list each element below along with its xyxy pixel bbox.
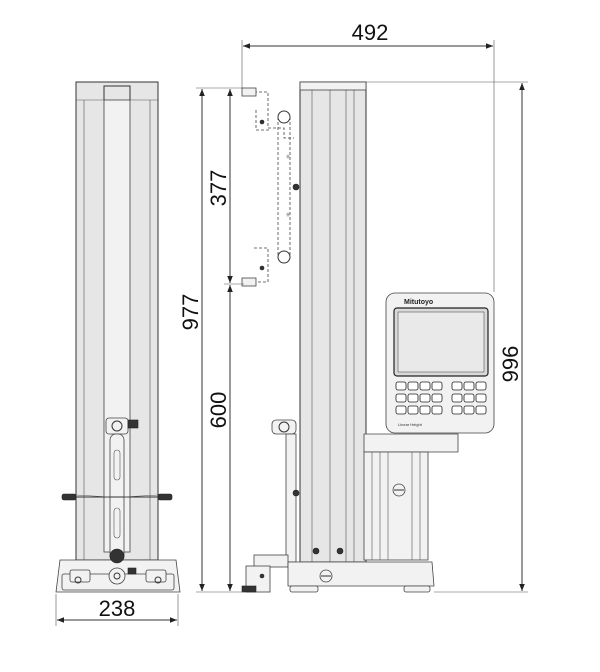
- side-housing: [363, 451, 429, 561]
- front-slider-head: [105, 417, 129, 435]
- dim-overall-width: 492: [241, 20, 495, 292]
- console-keypad-right: [451, 381, 487, 415]
- upper-probe: Ⓜ Ⓜ: [241, 87, 300, 287]
- svg-text:Ⓜ: Ⓜ: [286, 153, 290, 159]
- dim-total-height: 996: [366, 81, 528, 593]
- console-model: Linear Height: [398, 422, 423, 427]
- dim-range-height-label: 977: [178, 294, 203, 331]
- side-view: Ⓜ Ⓜ Mitutoyo: [241, 81, 495, 593]
- dim-base-width-label: 238: [99, 596, 136, 621]
- console-keypad-left: [395, 381, 443, 415]
- lower-probe: [241, 419, 300, 593]
- console: Mitutoyo: [385, 292, 495, 434]
- dim-lower-stroke: 600: [206, 285, 233, 591]
- side-base: [287, 561, 435, 587]
- front-view: [55, 81, 181, 593]
- side-column: [299, 81, 367, 563]
- console-brand: Mitutoyo: [404, 299, 433, 306]
- dim-range-height: 977: [178, 87, 244, 593]
- dim-overall-width-label: 492: [352, 20, 389, 45]
- dim-base-width: 238: [55, 594, 179, 626]
- svg-text:Ⓜ: Ⓜ: [286, 211, 290, 217]
- dim-upper-stroke: 377: [206, 89, 244, 285]
- front-slider-rail: [109, 433, 125, 563]
- dim-lower-stroke-label: 600: [206, 392, 231, 429]
- dim-total-height-label: 996: [498, 346, 523, 383]
- dim-upper-stroke-label: 377: [206, 170, 231, 207]
